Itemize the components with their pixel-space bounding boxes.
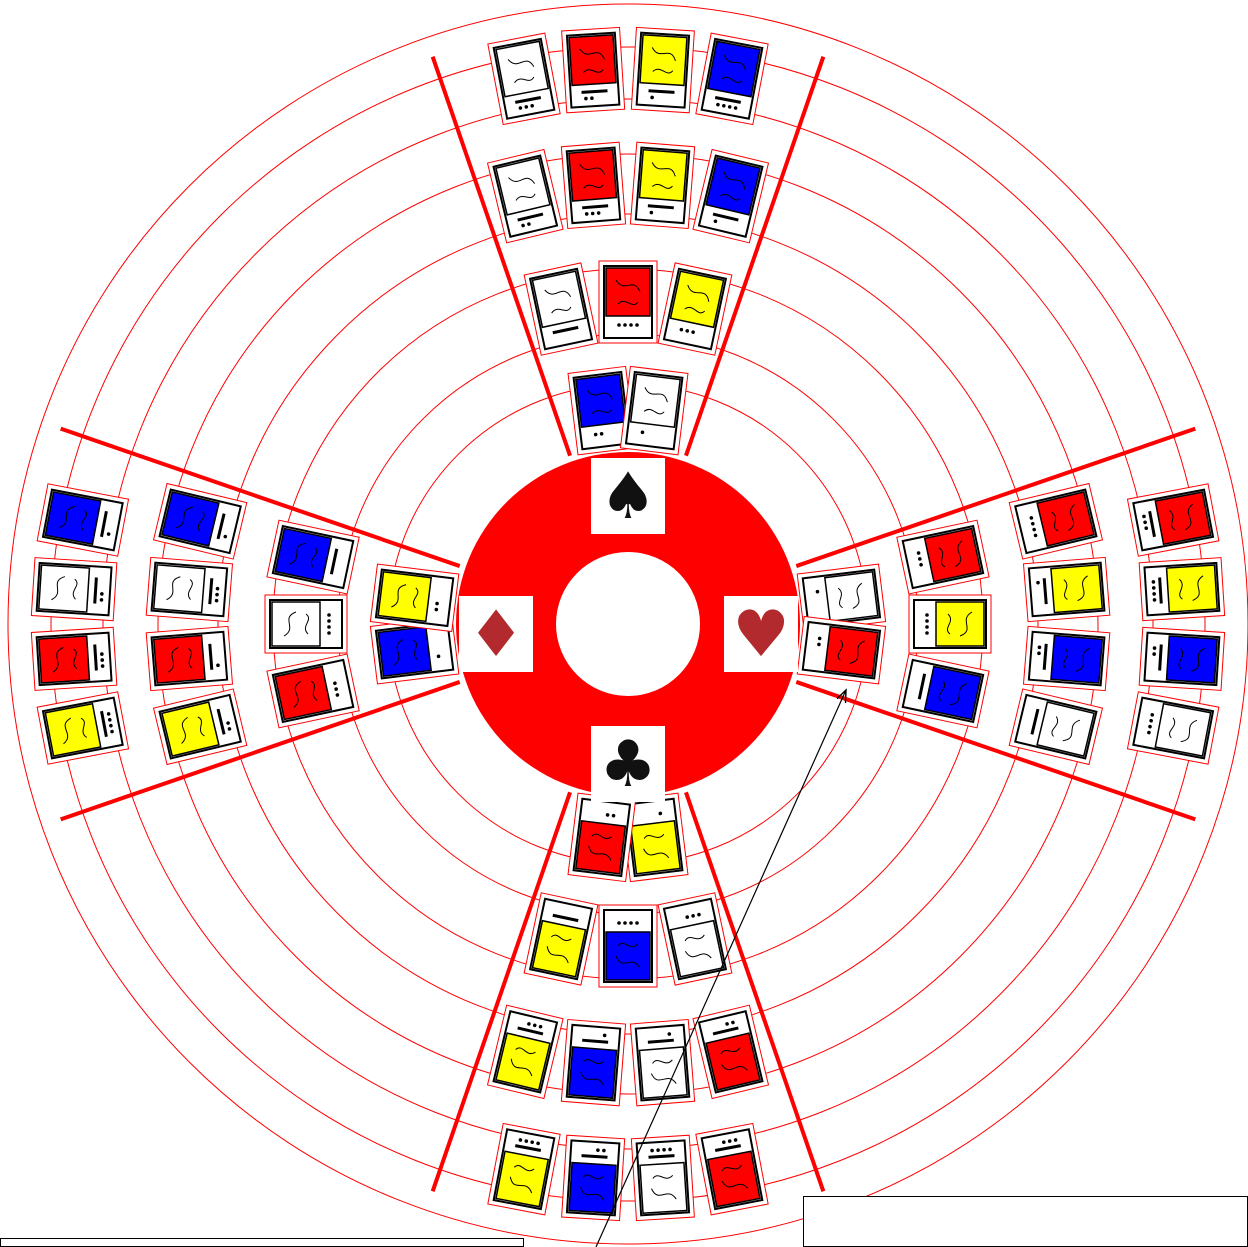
- game-card[interactable]: [524, 263, 598, 355]
- game-card[interactable]: [154, 689, 247, 765]
- game-card[interactable]: [370, 564, 458, 632]
- game-card[interactable]: [909, 595, 991, 653]
- game-card[interactable]: [267, 654, 359, 728]
- game-card[interactable]: [1127, 484, 1218, 556]
- game-card[interactable]: [524, 893, 598, 985]
- game-card[interactable]: [1127, 692, 1218, 764]
- game-card[interactable]: [1139, 627, 1224, 690]
- game-card[interactable]: [620, 366, 688, 454]
- game-card[interactable]: [154, 484, 247, 560]
- game-card[interactable]: [37, 692, 128, 764]
- game-card[interactable]: [658, 893, 732, 985]
- game-card[interactable]: [488, 150, 564, 243]
- card-dot: [327, 613, 331, 617]
- card-dot: [629, 323, 633, 327]
- game-card[interactable]: [693, 150, 769, 243]
- central-hub: ♠ ♥ ♣ ♦: [456, 452, 800, 802]
- card-dot: [617, 921, 621, 925]
- hub-center: [556, 552, 700, 696]
- card-dot: [925, 619, 929, 623]
- game-card[interactable]: [1023, 557, 1109, 621]
- card-dot: [327, 619, 331, 623]
- game-card[interactable]: [630, 1019, 694, 1105]
- game-card[interactable]: [561, 1019, 625, 1105]
- club-suit-icon: ♣: [591, 726, 665, 802]
- game-card[interactable]: [630, 142, 694, 228]
- card-dot: [925, 625, 929, 629]
- card-dot: [327, 631, 331, 635]
- game-card[interactable]: [1139, 558, 1224, 621]
- game-card[interactable]: [1023, 626, 1109, 690]
- game-card[interactable]: [37, 484, 128, 556]
- game-card[interactable]: [568, 793, 636, 881]
- heart-suit-icon: ♥: [724, 596, 798, 672]
- card-dot: [635, 921, 639, 925]
- game-card[interactable]: [267, 520, 359, 594]
- caption-box-right: [803, 1196, 1248, 1247]
- game-card[interactable]: [599, 261, 657, 343]
- game-card[interactable]: [1009, 484, 1102, 560]
- game-card[interactable]: [696, 1123, 768, 1214]
- game-card[interactable]: [488, 1123, 560, 1214]
- spade-suit-icon: ♠: [591, 458, 665, 534]
- game-card[interactable]: [599, 905, 657, 987]
- game-card[interactable]: [897, 654, 989, 728]
- svg-text:♣: ♣: [599, 728, 656, 802]
- svg-text:♥: ♥: [732, 598, 789, 672]
- diamond-suit-icon: ♦: [459, 596, 533, 672]
- game-card[interactable]: [562, 1135, 625, 1220]
- card-dot: [327, 625, 331, 629]
- card-dot: [925, 613, 929, 617]
- game-card[interactable]: [265, 595, 347, 653]
- svg-text:♠: ♠: [599, 460, 656, 534]
- card-dot: [623, 323, 627, 327]
- svg-text:♦: ♦: [467, 598, 524, 672]
- game-card[interactable]: [488, 33, 560, 124]
- game-card[interactable]: [797, 616, 885, 684]
- card-dot: [635, 323, 639, 327]
- game-card[interactable]: [1009, 689, 1102, 765]
- card-dot: [617, 323, 621, 327]
- card-dot: [925, 631, 929, 635]
- game-card[interactable]: [562, 27, 625, 112]
- caption-box-left: [0, 1238, 524, 1247]
- game-card[interactable]: [146, 626, 232, 690]
- game-card[interactable]: [693, 1005, 769, 1098]
- game-card[interactable]: [561, 142, 625, 228]
- game-card[interactable]: [631, 27, 694, 112]
- game-card[interactable]: [658, 263, 732, 355]
- game-card[interactable]: [897, 520, 989, 594]
- game-card[interactable]: [31, 558, 116, 621]
- card-dot: [623, 921, 627, 925]
- game-card[interactable]: [146, 557, 232, 621]
- game-card[interactable]: [31, 627, 116, 690]
- game-card[interactable]: [696, 33, 768, 124]
- card-dot: [629, 921, 633, 925]
- game-card[interactable]: [488, 1005, 564, 1098]
